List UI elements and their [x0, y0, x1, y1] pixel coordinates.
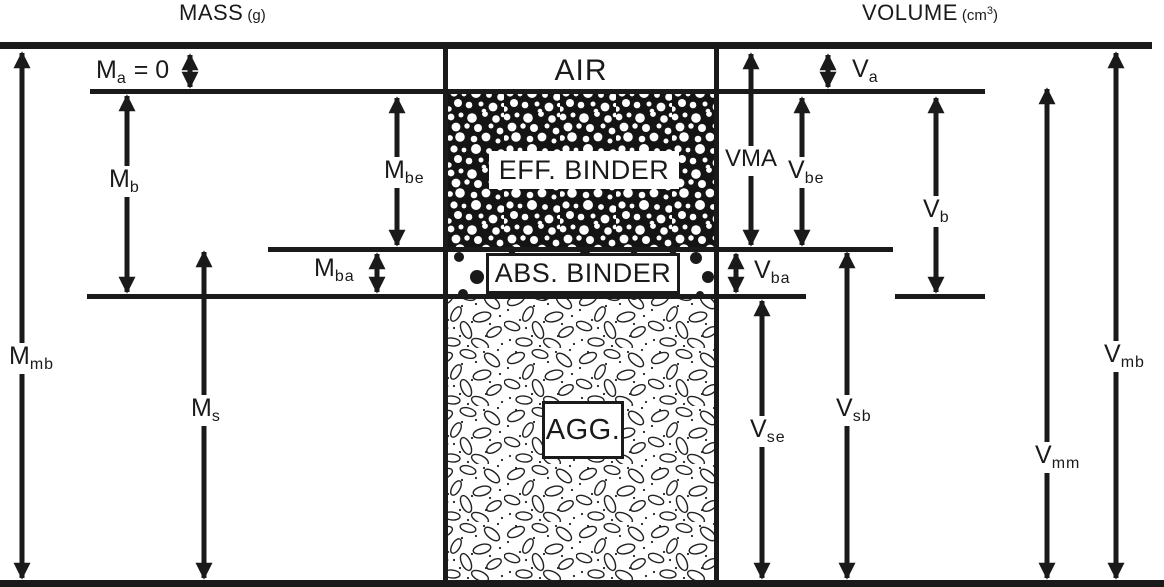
column-left-edge [443, 42, 448, 587]
label-v-be: Vbe [785, 157, 828, 188]
volume-column-title: VOLUME(cm3) [862, 0, 999, 25]
eff-abs-split-line [268, 247, 893, 252]
label-v-ba: Vba [751, 257, 794, 288]
label-v-b: Vb [920, 196, 953, 227]
air-label: AIR [554, 53, 608, 87]
vb-end-line [895, 294, 985, 299]
label-m-a: Ma= 0 [96, 56, 170, 87]
abs-binder-label: ABS. BINDER [486, 253, 680, 294]
label-m-b: Mb [106, 166, 143, 197]
label-m-mb: Mmb [6, 343, 58, 374]
label-m-be: Mbe [381, 157, 428, 188]
volume-unit: (cm3) [961, 5, 999, 24]
label-m-s: Ms [188, 395, 224, 426]
mass-title-text: MASS [179, 0, 244, 25]
label-v-sb: Vsb [833, 395, 875, 426]
air-bottom-line [90, 89, 985, 94]
label-v-se: Vse [747, 416, 789, 447]
label-v-mm: Vmm [1032, 442, 1084, 473]
label-vma: VMA [722, 146, 781, 176]
bottom-datum-line [0, 580, 1164, 587]
top-datum-line [0, 42, 1152, 49]
boundary-lines [0, 42, 1164, 587]
agg-label: AGG. [542, 401, 624, 459]
label-v-a: Va [852, 55, 879, 86]
column-right-edge [714, 42, 719, 587]
mass-unit: (g) [247, 7, 266, 24]
volume-title-text: VOLUME [862, 0, 958, 25]
eff-binder-label: EFF. BINDER [489, 151, 679, 189]
mass-column-title: MASS(g) [179, 0, 266, 25]
volume-arrows [727, 51, 1125, 580]
label-v-mb: Vmb [1101, 341, 1148, 372]
mass-arrows [13, 51, 406, 580]
label-m-ba: Mba [311, 255, 358, 286]
